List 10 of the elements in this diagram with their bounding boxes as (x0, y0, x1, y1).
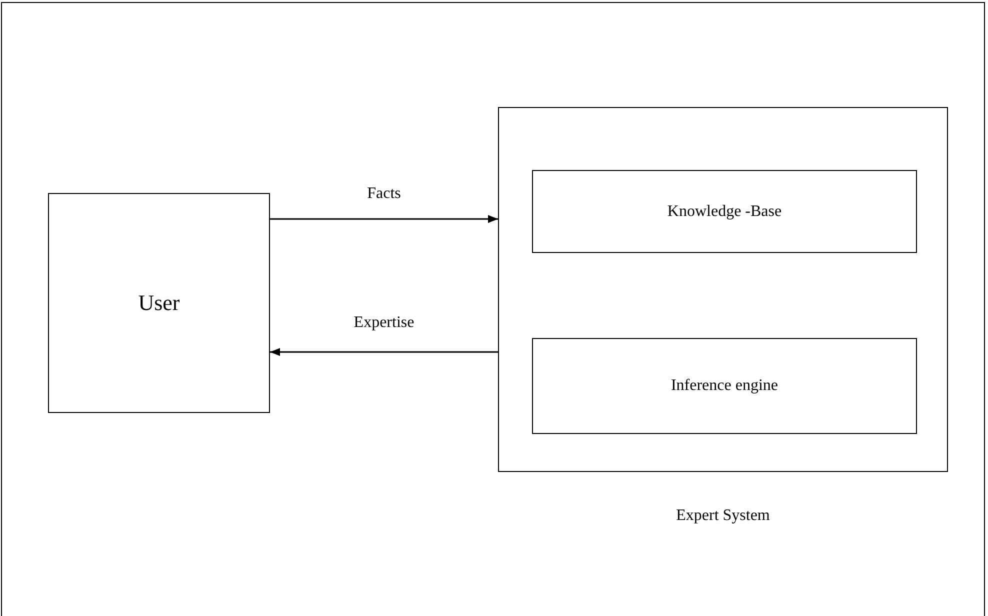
box-label: Knowledge -Base (667, 202, 782, 220)
process-box (48, 193, 270, 413)
container-caption: Expert System (675, 507, 771, 525)
box-label: User (138, 290, 180, 316)
arrow (270, 215, 498, 223)
arrow (270, 348, 498, 356)
process-box (532, 338, 917, 434)
edge-label: Expertise (352, 314, 416, 332)
process-box (532, 170, 917, 253)
box-label: Inference engine (670, 377, 778, 395)
